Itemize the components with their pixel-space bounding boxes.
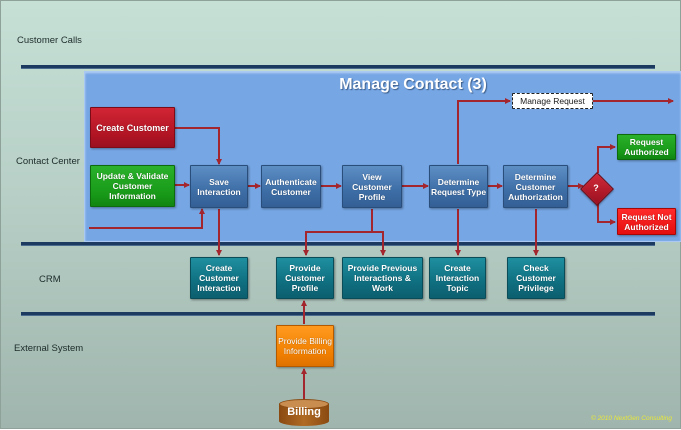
lane-label-contact-center: Contact Center xyxy=(16,156,80,167)
authorization-decision[interactable]: ? xyxy=(580,172,614,206)
create-customer-interaction-node[interactable]: Create Customer Interaction xyxy=(190,257,248,299)
manage-request-node[interactable]: Manage Request xyxy=(512,93,593,109)
lane-label-customer-calls: Customer Calls xyxy=(17,35,82,46)
authenticate-customer-node[interactable]: Authenticate Customer xyxy=(261,165,321,208)
view-customer-profile-node[interactable]: View Customer Profile xyxy=(342,165,402,208)
billing-label: Billing xyxy=(287,406,321,418)
save-interaction-node[interactable]: Save Interaction xyxy=(190,165,248,208)
copyright-notice: © 2010 NextGen Consulting xyxy=(590,415,672,422)
request-authorized-node[interactable]: Request Authorized xyxy=(617,134,676,160)
provide-billing-information-node[interactable]: Provide Billing Information xyxy=(276,325,334,367)
request-not-authorized-node[interactable]: Request Not Authorized xyxy=(617,208,676,235)
database-top-icon xyxy=(279,399,329,409)
determine-request-type-node[interactable]: Determine Request Type xyxy=(429,165,488,208)
lane-divider xyxy=(21,242,655,246)
determine-customer-authorization-node[interactable]: Determine Customer Authorization xyxy=(503,165,568,208)
lane-label-external-system: External System xyxy=(14,343,84,354)
create-interaction-topic-node[interactable]: Create Interaction Topic xyxy=(429,257,486,299)
lane-label-crm: CRM xyxy=(39,274,61,285)
decision-label: ? xyxy=(593,183,599,193)
update-validate-customer-node[interactable]: Update & Validate Customer Information xyxy=(90,165,175,207)
provide-customer-profile-node[interactable]: Provide Customer Profile xyxy=(276,257,334,299)
database-icon xyxy=(279,404,329,426)
check-customer-privilege-node[interactable]: Check Customer Privilege xyxy=(507,257,565,299)
container-title: Manage Contact (3) xyxy=(339,76,487,93)
create-customer-node[interactable]: Create Customer xyxy=(90,107,175,148)
lane-divider xyxy=(21,312,655,316)
provide-previous-interactions-node[interactable]: Provide Previous Interactions & Work xyxy=(342,257,423,299)
billing-database[interactable]: Billing xyxy=(279,399,329,427)
lane-divider xyxy=(21,65,655,69)
